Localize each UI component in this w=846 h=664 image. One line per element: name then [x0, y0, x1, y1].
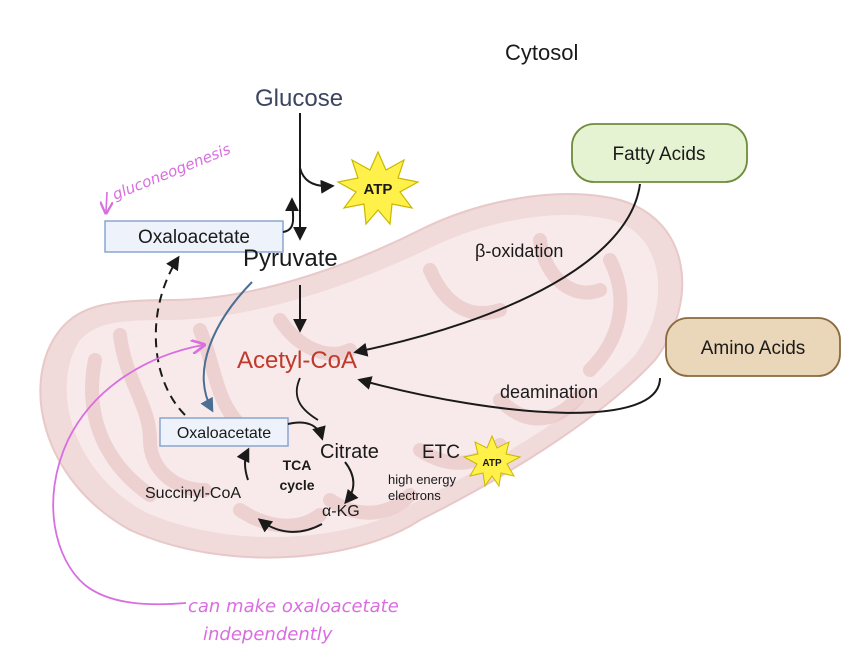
- deamination-label: deamination: [500, 382, 598, 402]
- acetylcoa-to-citrate-arrow: [295, 377, 319, 421]
- gluconeogenesis-annotation: gluconeogenesis: [110, 140, 234, 204]
- succinylcoa-label: Succinyl-CoA: [145, 485, 241, 502]
- etc-label: ETC: [422, 442, 460, 463]
- akg-to-succinylcoa-arrow: [257, 518, 323, 533]
- pyruvate-to-oxaloacetate-arrow: [200, 281, 253, 413]
- fatty-acids-label: Fatty Acids: [613, 144, 706, 165]
- high-energy-label-line2: electrons: [388, 488, 441, 503]
- mitochondrion: [39, 193, 684, 559]
- amino-acids-label: Amino Acids: [701, 338, 806, 359]
- tca-label-line2: cycle: [279, 477, 314, 493]
- atp-burst-small: ATP: [462, 434, 522, 488]
- alpha-kg-label: α-KG: [322, 503, 360, 520]
- aminoacids-to-acetylcoa-arrow: [357, 376, 661, 414]
- glucose-label: Glucose: [255, 85, 343, 112]
- pyruvate-label: Pyruvate: [243, 245, 338, 272]
- independent-synthesis-curve: [52, 345, 203, 606]
- oxaloacetate-cytosol-box: Oxaloacetate: [104, 220, 284, 253]
- fatty-acids-box: Fatty Acids: [571, 123, 748, 183]
- succinylcoa-to-oxaloacetate-arrow: [236, 447, 250, 481]
- oxaloacetate-tca-box: Oxaloacetate: [159, 417, 289, 447]
- tca-label-line1: TCA: [283, 457, 312, 473]
- atp-burst-top: ATP: [336, 150, 420, 226]
- note-annotation-line2: independently: [203, 624, 333, 645]
- atp-starburst-icon: [336, 150, 420, 226]
- fattyacids-to-acetylcoa-arrow: [353, 183, 641, 357]
- oxaloacetate-to-citrate-arrow: [287, 421, 326, 441]
- mitochondrion-cristae: [85, 233, 628, 533]
- amino-acids-box: Amino Acids: [665, 317, 841, 377]
- oxaloacetate-export-dashed-arrow: [154, 255, 186, 416]
- atp-top-label: ATP: [364, 181, 393, 198]
- beta-oxidation-label: β-oxidation: [475, 241, 563, 261]
- tca-cycle-arrows: [236, 421, 359, 533]
- gluconeogenesis-arrow: [106, 191, 107, 212]
- oxaloacetate-top-label: Oxaloacetate: [138, 227, 250, 248]
- oxaloacetate-tca-label: Oxaloacetate: [177, 425, 271, 442]
- citrate-label: Citrate: [320, 441, 379, 463]
- mitochondrion-inner-space: [66, 214, 659, 538]
- note-annotation-line1: can make oxaloacetate: [188, 596, 399, 617]
- cytosol-label: Cytosol: [505, 40, 578, 65]
- citrate-to-akg-arrow: [344, 461, 359, 505]
- glucose-to-atp-arrow: [299, 167, 335, 194]
- atp-small-starburst-icon: [462, 434, 522, 488]
- atp-small-label: ATP: [482, 458, 502, 469]
- acetylcoa-label: Acetyl-CoA: [237, 347, 357, 374]
- high-energy-label-line1: high energy: [388, 472, 456, 487]
- oxaloacetate-to-glucose-arrow: [282, 197, 300, 233]
